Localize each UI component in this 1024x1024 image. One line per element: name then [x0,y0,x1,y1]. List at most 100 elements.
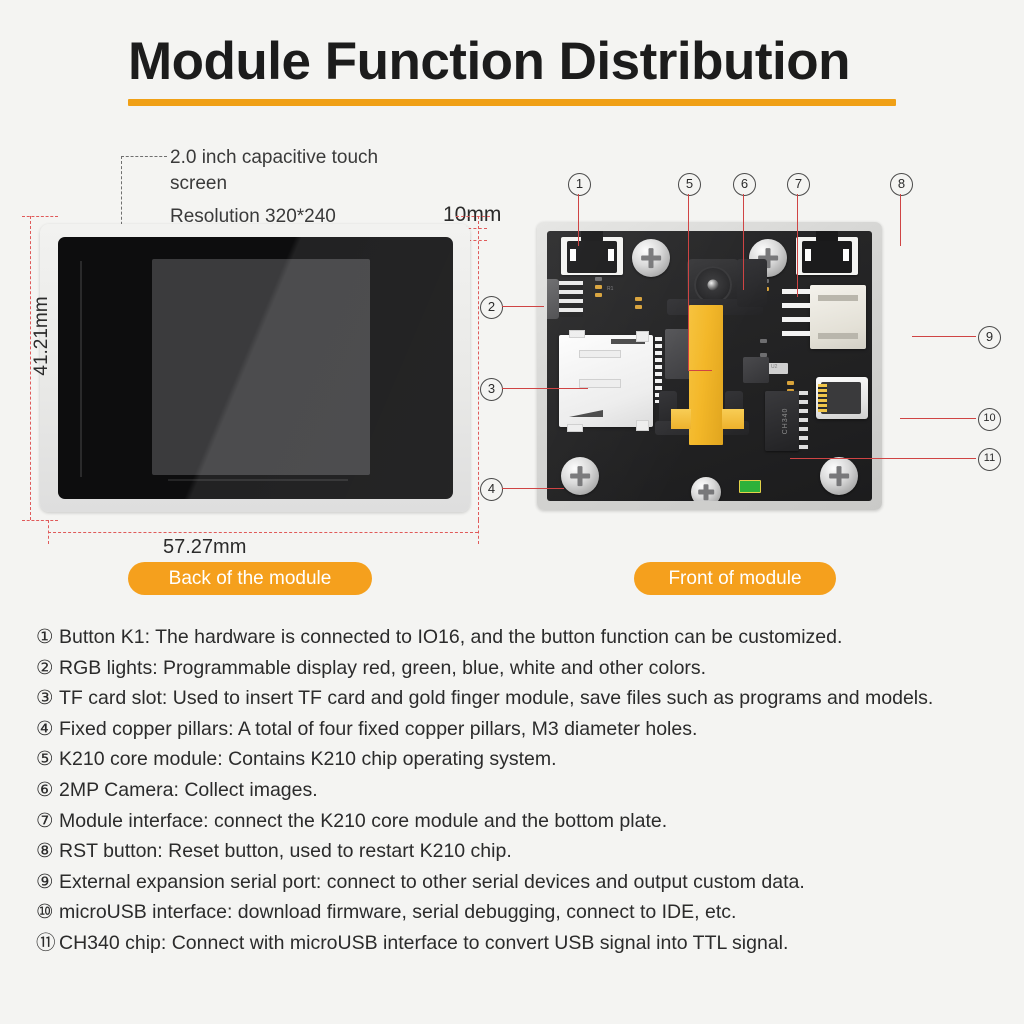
tf-slot-notch-b [579,379,621,388]
list-item: ⑦ Module interface: connect the K210 cor… [36,806,996,837]
callout-10: 10 [978,408,1001,431]
micro-usb-interface [816,377,868,419]
screen-active-area [152,259,370,475]
smd-resistor-b [595,293,602,297]
dimension-tick-bottom-left [22,520,58,521]
screen-callout-leader-horizontal [121,156,167,157]
button-k1 [561,231,623,275]
ch340-chip-legs [799,391,808,451]
legend-number: ⑧ [36,840,54,863]
legend-text: External expansion serial port: connect … [59,870,805,893]
camera-fpc-ribbon-tab-left [671,409,691,429]
module-interface-bracket-left [659,391,677,427]
callout-10-leader [900,418,976,420]
legend-number: ⑤ [36,748,54,771]
list-item: ① Button K1: The hardware is connected t… [36,622,996,653]
button-k1-cap [581,231,603,242]
smd-resistor-c [635,297,642,301]
callout-1-leader [578,194,580,246]
width-dimension-label: 57.27mm [163,536,247,558]
callout-7-leader [797,194,799,297]
callout-11-leader [790,458,976,460]
serial-port-slot-bottom [818,333,858,339]
legend-number: ⑩ [36,901,54,924]
legend-number: ③ [36,687,54,710]
smd-cap-f [787,381,794,385]
tf-slot-tab-top-left [569,330,585,338]
callout-4-leader [502,488,564,490]
list-item: ⑤ K210 core module: Contains K210 chip o… [36,744,996,775]
tf-card-slot [559,330,653,432]
button-k1-pin-right [608,249,614,261]
callout-8: 8 [890,173,913,196]
screen-left-edge-highlight [80,261,82,477]
legend-text: Fixed copper pillars: A total of four fi… [59,717,698,740]
list-item: ⑨ External expansion serial port: connec… [36,867,996,898]
smd-resistor-a [595,285,602,289]
callout-8-leader [900,194,902,246]
smd-cap-a [595,277,602,281]
smd-cap-c [762,287,769,291]
copper-pillar-top-right [749,239,787,277]
button-rst-pin-left [805,249,811,261]
dimension-line-left [30,216,31,520]
ch340-chip: CH340 [765,391,799,451]
button-rst-cap [816,231,838,242]
callout-6: 6 [733,173,756,196]
legend-number: ② [36,656,54,679]
list-item: ⑧ RST button: Reset button, used to rest… [36,836,996,867]
list-item: ⑪ CH340 chip: Connect with microUSB inte… [36,928,996,959]
screen-bottom-edge-highlight [168,479,348,481]
silkscreen-text-a: R1 [607,286,614,292]
legend-number: ④ [36,717,54,740]
legend-text: Module interface: connect the K210 core … [59,809,668,832]
camera-fpc-ribbon [689,305,723,445]
silkscreen-text-b: U2 [771,364,778,370]
k210-shield-can [743,357,769,383]
legend-text: RGB lights: Programmable display red, gr… [59,656,707,679]
legend-text: 2MP Camera: Collect images. [59,778,318,801]
copper-pillar-bottom-left [561,457,599,495]
dimension-line-right [478,216,479,520]
legend-text: microUSB interface: download firmware, s… [59,901,737,924]
serial-port-pin-row [782,289,810,345]
button-k1-body [567,241,617,273]
callout-3: 3 [480,378,503,401]
external-serial-port [810,285,866,349]
tf-slot-foot-right [636,420,649,431]
thickness-annotation: 10mm [443,203,502,226]
callout-3-leader [502,388,588,390]
legend-text: CH340 chip: Connect with microUSB interf… [59,931,789,954]
legend-text: TF card slot: Used to insert TF card and… [59,687,934,710]
list-item: ② RGB lights: Programmable display red, … [36,653,996,684]
smd-resistor-pack [766,363,788,374]
copper-pillar-top-left [632,239,670,277]
dimension-tick-top-left [22,216,58,217]
camera-module [687,259,739,311]
legend-text: RST button: Reset button, used to restar… [59,840,512,863]
front-module-image: CH340 R1 U2 [537,222,882,510]
touch-screen-annotation: 2.0 inch capacitive touch screen [170,147,379,194]
legend-number: ⑦ [36,809,54,832]
list-item: ⑥ 2MP Camera: Collect images. [36,775,996,806]
callout-2: 2 [480,296,503,319]
serial-port-slot-top [818,295,858,301]
dimension-tick-bottom-start [48,520,49,544]
callout-2-leader [502,306,544,308]
tf-slot-eject-tab [569,410,603,417]
tf-slot-notch-a [579,350,621,358]
smd-cap-h [787,401,794,405]
tf-slot-foot-left [567,424,583,432]
center-standoff [691,477,721,501]
callout-5-leader-vertical [688,194,690,370]
resolution-annotation: Resolution 320*240 [170,206,336,227]
legend-list: ① Button K1: The hardware is connected t… [36,622,996,959]
camera-lens [707,279,719,291]
smd-cap-d [760,339,767,343]
tf-slot-pin-row [655,337,662,403]
legend-number: ⑨ [36,870,54,893]
list-item: ⑩ microUSB interface: download firmware,… [36,897,996,928]
legend-text: Button K1: The hardware is connected to … [59,626,843,648]
back-module-caption: Back of the module [128,562,372,595]
callout-7: 7 [787,173,810,196]
